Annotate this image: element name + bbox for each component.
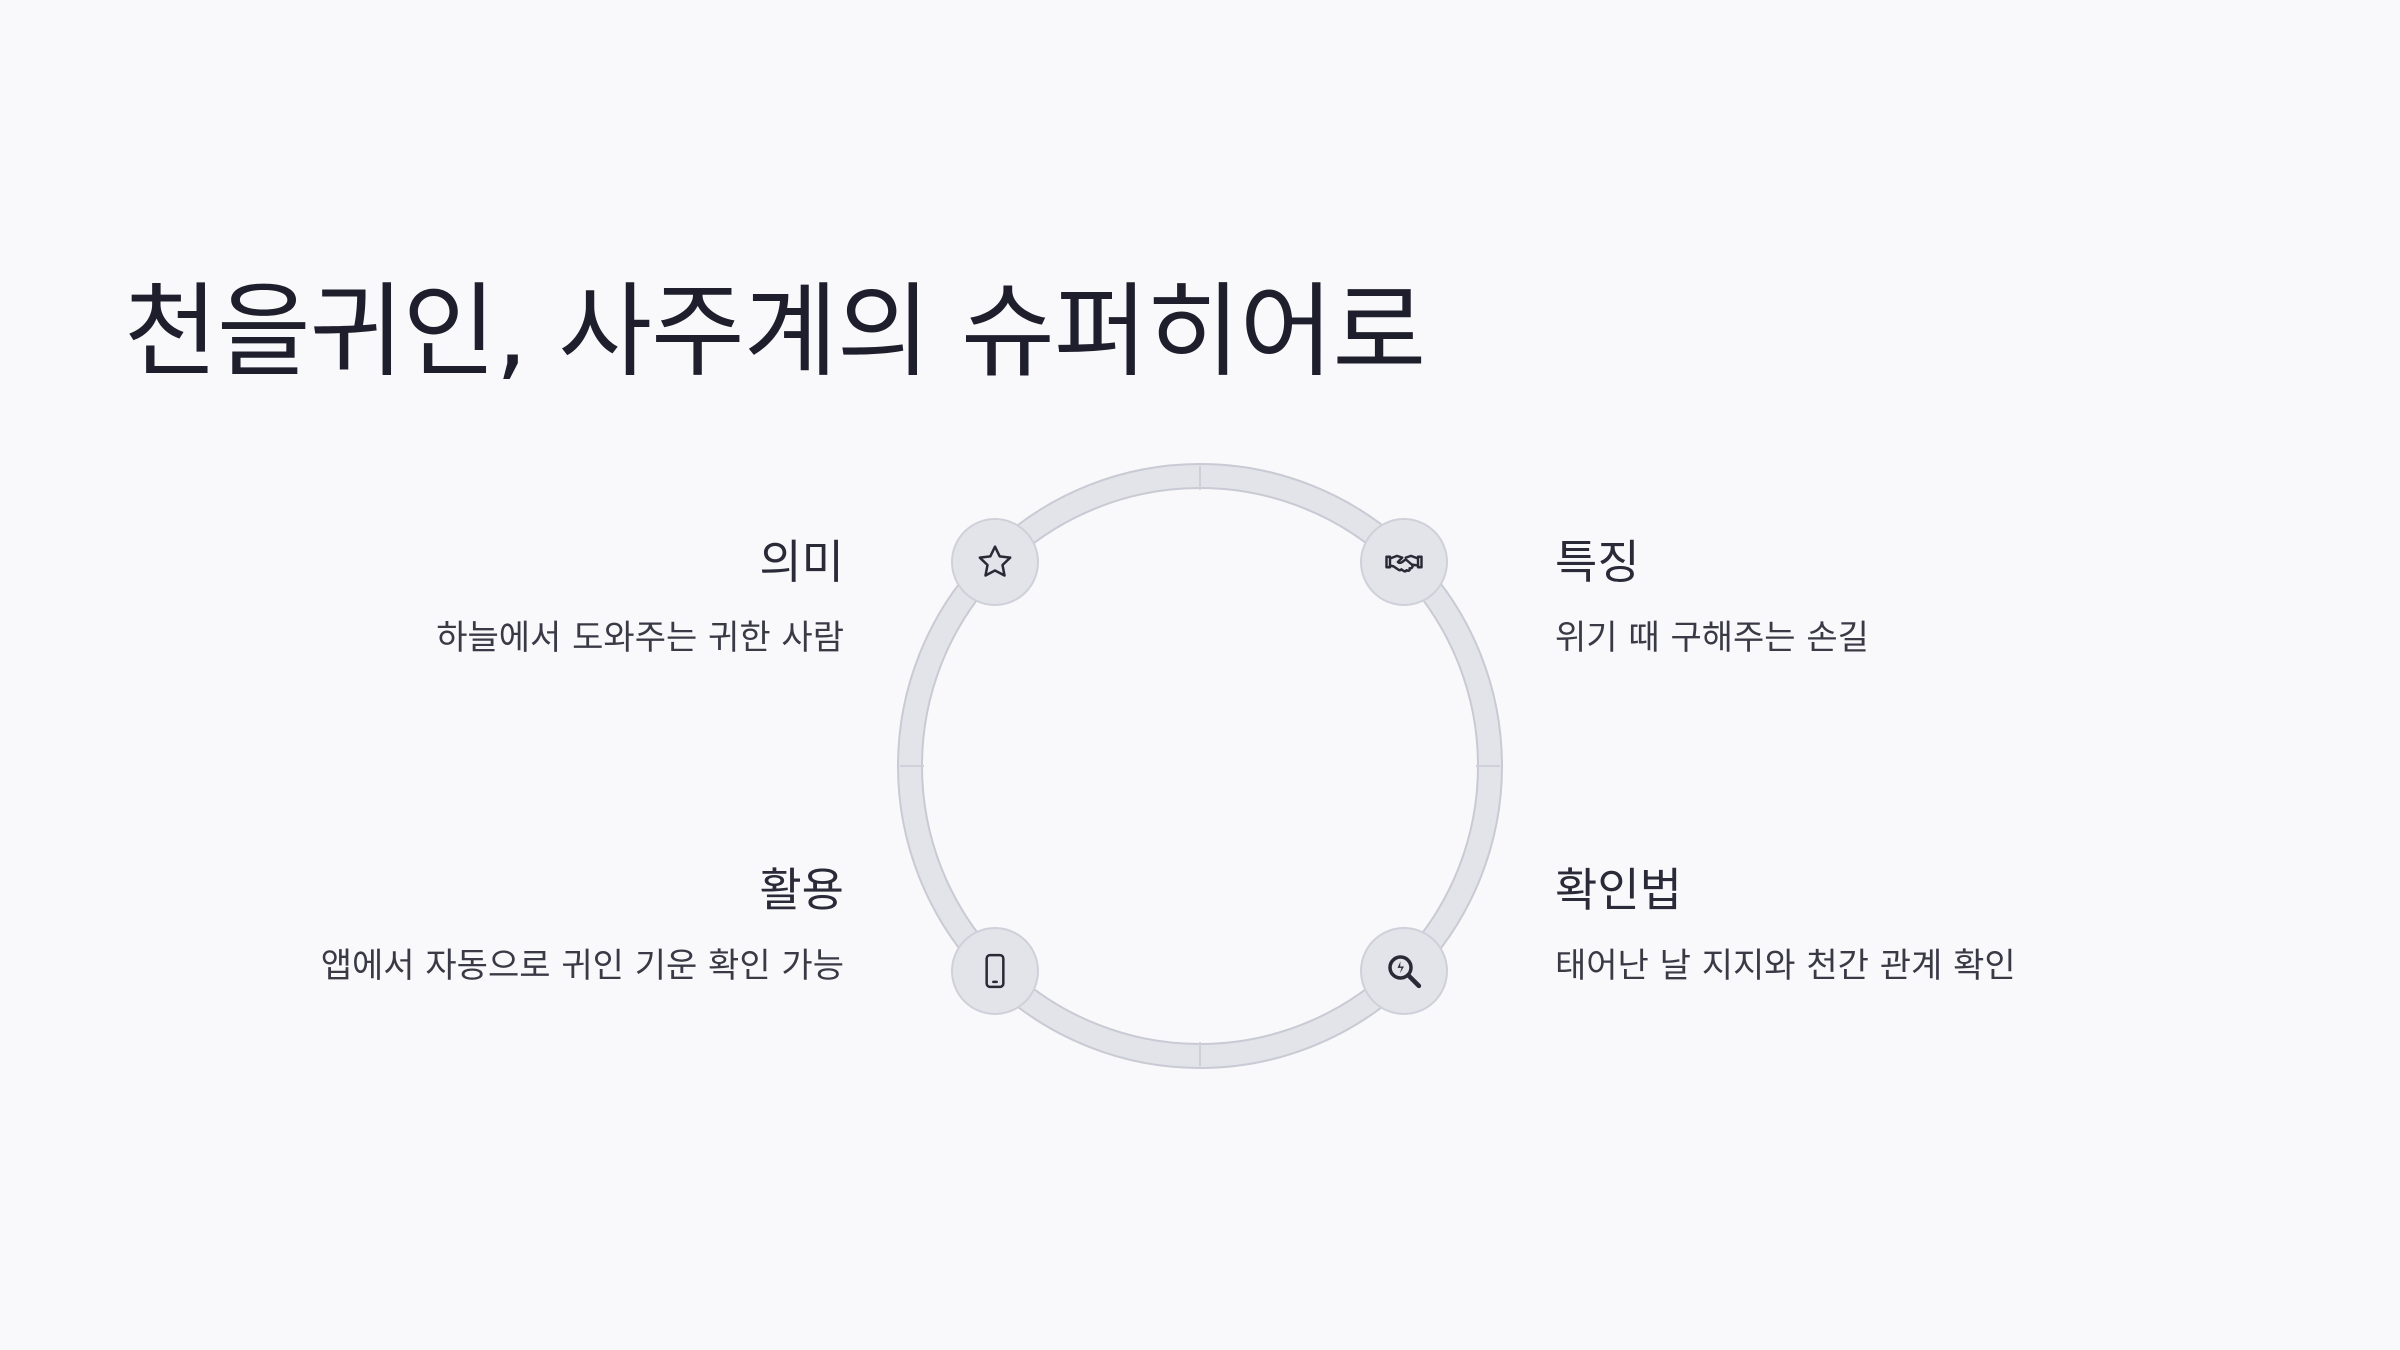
node-feature (1360, 518, 1448, 606)
star-icon (978, 545, 1012, 577)
item-desc-feature: 위기 때 구해주는 손길 (1555, 618, 1869, 658)
item-desc-check: 태어난 날 지지와 천간 관계 확인 (1555, 946, 2016, 986)
page-title: 천을귀인, 사주계의 슈퍼히어로 (124, 273, 1426, 392)
item-title-usage: 활용 (759, 863, 844, 917)
item-title-meaning: 의미 (759, 535, 844, 589)
node-usage (951, 927, 1039, 1015)
item-desc-meaning: 하늘에서 도와주는 귀한 사람 (436, 618, 844, 658)
item-desc-usage: 앱에서 자동으로 귀인 기운 확인 가능 (320, 946, 844, 986)
smartphone-icon (985, 953, 1005, 989)
item-title-feature: 특징 (1555, 535, 1640, 589)
search-icon (1388, 955, 1422, 989)
node-meaning (951, 518, 1039, 606)
handshake-icon (1385, 554, 1423, 573)
item-title-check: 확인법 (1555, 863, 1682, 917)
node-check (1360, 927, 1448, 1015)
